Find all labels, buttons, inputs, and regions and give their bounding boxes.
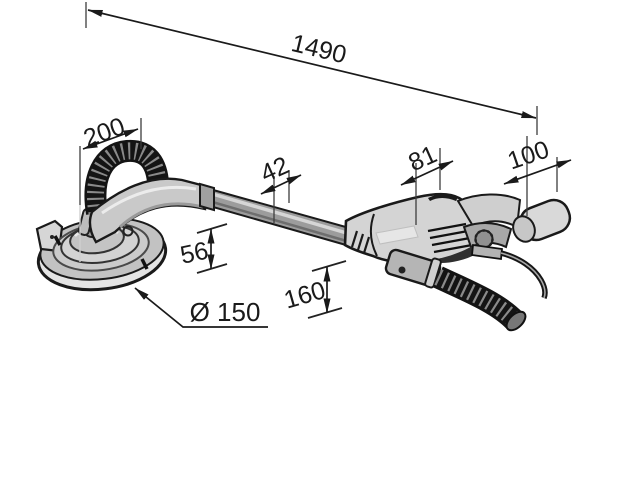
extension-tube bbox=[199, 182, 354, 249]
vent-slat-4 bbox=[433, 243, 473, 254]
rear-shadow bbox=[437, 244, 481, 263]
power-cord bbox=[471, 243, 548, 300]
housing-top-accent bbox=[428, 193, 458, 201]
tube-collar bbox=[199, 182, 215, 212]
grip-rib-1 bbox=[350, 230, 359, 248]
neck-offset-label: 56 bbox=[178, 237, 211, 270]
dimension-line bbox=[503, 159, 572, 185]
grip-rib-2 bbox=[356, 233, 365, 251]
tube-shade bbox=[208, 199, 351, 244]
adjust-wheel-knurl bbox=[474, 229, 494, 249]
connector-bolt bbox=[398, 266, 406, 274]
vent-slat-2 bbox=[429, 229, 469, 240]
tube-diameter-label: 42 bbox=[256, 151, 293, 188]
dimension-line bbox=[87, 9, 537, 119]
facet-bolt bbox=[50, 235, 54, 239]
rim-notch-left bbox=[53, 235, 62, 246]
label-patch bbox=[375, 225, 419, 245]
suction-hose bbox=[384, 248, 527, 332]
neck-shade bbox=[118, 202, 204, 229]
hose-loop-ribs bbox=[87, 142, 167, 215]
housing-width-label: 81 bbox=[404, 140, 441, 177]
overall-length-label: 1490 bbox=[289, 29, 350, 69]
hose-body bbox=[433, 266, 524, 330]
housing-height-label: 160 bbox=[281, 276, 329, 314]
dimension-line bbox=[400, 160, 454, 186]
dimension-neck-offset: 56 bbox=[178, 223, 228, 274]
dimension-disc-diameter: Ø 150 bbox=[134, 287, 268, 328]
disc-diameter-label: Ø 150 bbox=[190, 297, 261, 327]
dimension-overall-length: 1490 bbox=[85, 2, 538, 135]
cord-cable-highlight bbox=[500, 252, 546, 299]
tube-highlight bbox=[208, 191, 351, 236]
cord-sleeve bbox=[471, 243, 503, 261]
leader-line bbox=[134, 287, 268, 328]
hose-end-face bbox=[505, 310, 527, 332]
dimension-line bbox=[82, 128, 139, 150]
pivot-ring bbox=[122, 225, 134, 237]
dimension-housing-height: 160 bbox=[281, 260, 347, 319]
witness-tick bbox=[311, 260, 347, 272]
motor-housing bbox=[343, 192, 489, 264]
grip-rib-3 bbox=[362, 236, 371, 254]
vent-slat-1 bbox=[427, 222, 467, 233]
neck bbox=[88, 177, 207, 244]
suction-hose-loop bbox=[84, 139, 170, 215]
hose-clamp bbox=[424, 257, 442, 289]
knob-end-face bbox=[512, 215, 536, 243]
vent-slat-3 bbox=[431, 236, 471, 247]
dimension-line bbox=[260, 174, 302, 195]
witness-tick bbox=[196, 223, 228, 234]
witness-tick bbox=[307, 307, 343, 319]
grip-seam bbox=[369, 213, 378, 257]
neck-highlight bbox=[101, 185, 197, 215]
rim-notch-right bbox=[140, 258, 149, 270]
rear-handle bbox=[437, 193, 572, 263]
